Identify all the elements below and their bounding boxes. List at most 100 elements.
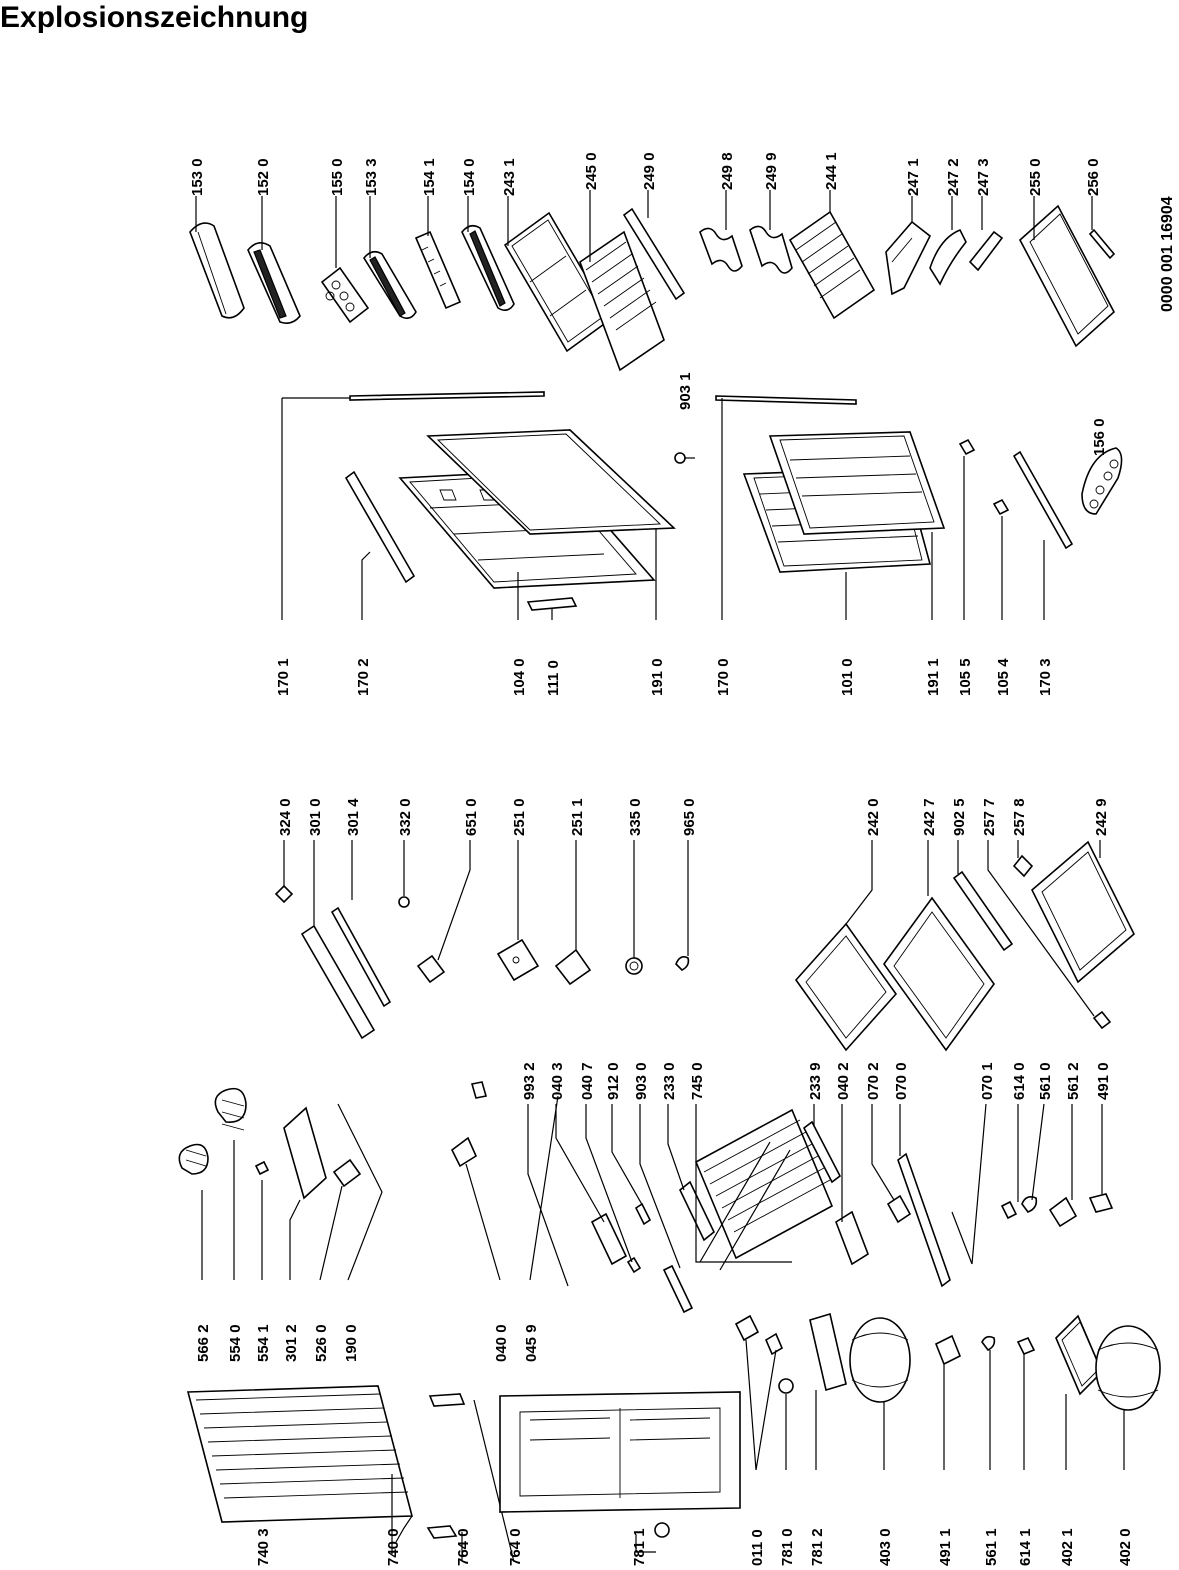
part-label: 257 7 bbox=[981, 798, 998, 836]
part-301-4 bbox=[330, 840, 392, 1008]
part-245-0 bbox=[579, 230, 665, 372]
part-label: 965 0 bbox=[681, 798, 698, 836]
part-label: 526 0 bbox=[313, 1324, 330, 1362]
part-903-0 bbox=[639, 1104, 694, 1314]
part-155-0 bbox=[320, 266, 370, 324]
part-242-9-drawer bbox=[1031, 840, 1135, 984]
part-491-0 bbox=[1088, 1104, 1114, 1213]
part-label: 491 0 bbox=[1095, 1062, 1112, 1100]
part-249-8 bbox=[699, 227, 743, 272]
part-256-0 bbox=[1088, 228, 1116, 260]
part-247-3 bbox=[968, 230, 1004, 272]
part-label: 251 1 bbox=[569, 798, 586, 836]
part-label: 745 0 bbox=[689, 1062, 706, 1100]
part-902-5 bbox=[952, 840, 1014, 952]
part-993-2 bbox=[470, 1081, 569, 1287]
part-label: 190 0 bbox=[343, 1324, 360, 1362]
part-label: 301 2 bbox=[283, 1324, 300, 1362]
part-label: 301 4 bbox=[345, 798, 362, 836]
part-257-7 bbox=[987, 840, 1112, 1030]
part-011-0 bbox=[734, 1314, 784, 1471]
part-label: 249 0 bbox=[641, 152, 658, 190]
part-070-1 bbox=[951, 1103, 987, 1265]
part-965-0 bbox=[675, 840, 690, 971]
part-label: 245 0 bbox=[583, 152, 600, 190]
part-label: 155 0 bbox=[329, 158, 346, 196]
part-label: 170 0 bbox=[715, 658, 732, 696]
part-label: 993 2 bbox=[521, 1062, 538, 1100]
part-label: 324 0 bbox=[277, 798, 294, 836]
part-label: 403 0 bbox=[877, 1528, 894, 1566]
part-249-0 bbox=[622, 207, 686, 301]
top-row-leaders bbox=[195, 190, 1093, 268]
part-label: 256 0 bbox=[1085, 158, 1102, 196]
part-170-0-hinge-rod bbox=[715, 395, 857, 620]
part-label: 740 0 bbox=[385, 1528, 402, 1566]
part-label: 104 0 bbox=[511, 658, 528, 696]
part-label: 912 0 bbox=[605, 1062, 622, 1100]
part-label: 156 0 bbox=[1091, 418, 1108, 456]
part-label: 101 0 bbox=[839, 658, 856, 696]
part-label: 040 2 bbox=[835, 1062, 852, 1100]
part-label: 170 1 bbox=[275, 658, 292, 696]
part-label: 153 0 bbox=[189, 158, 206, 196]
part-402-1 bbox=[1055, 1314, 1103, 1470]
part-label: 614 1 bbox=[1017, 1528, 1034, 1566]
part-label: 764 0 bbox=[507, 1528, 524, 1566]
part-242-0-drawer bbox=[794, 840, 898, 1052]
part-label: 402 0 bbox=[1117, 1528, 1134, 1566]
part-191-0-gasket bbox=[426, 429, 676, 620]
part-526-0 bbox=[319, 1158, 362, 1281]
part-191-1-gasket bbox=[768, 431, 946, 620]
part-label: 242 7 bbox=[921, 798, 938, 836]
part-170-3 bbox=[1012, 450, 1074, 620]
part-label: 764 0 bbox=[455, 1528, 472, 1566]
part-label: 244 1 bbox=[823, 152, 840, 190]
part-740-0-condenser bbox=[186, 1385, 414, 1554]
part-label: 070 2 bbox=[865, 1062, 882, 1100]
part-070-0 bbox=[897, 1104, 951, 1288]
part-491-1 bbox=[934, 1334, 962, 1470]
part-label: 257 8 bbox=[1011, 798, 1028, 836]
part-label: 561 1 bbox=[983, 1528, 1000, 1566]
part-233-9 bbox=[802, 1104, 842, 1184]
part-903-1 bbox=[674, 452, 695, 464]
part-label: 152 0 bbox=[255, 158, 272, 196]
part-781-1 bbox=[635, 1522, 670, 1553]
part-170-1-hinge-rod bbox=[281, 391, 545, 620]
part-label: 233 0 bbox=[661, 1062, 678, 1100]
part-040-7 bbox=[585, 1104, 642, 1274]
part-614-1 bbox=[1016, 1336, 1036, 1470]
part-554-0 bbox=[214, 1087, 247, 1280]
part-070-2 bbox=[871, 1104, 912, 1224]
part-label: 247 3 bbox=[975, 158, 992, 196]
part-045-9 bbox=[529, 1095, 559, 1281]
part-label: 243 1 bbox=[501, 158, 518, 196]
part-label: 255 0 bbox=[1027, 158, 1044, 196]
part-255-0 bbox=[1019, 204, 1115, 348]
part-label: 561 0 bbox=[1037, 1062, 1054, 1100]
part-781-2 bbox=[809, 1312, 847, 1470]
part-251-0 bbox=[496, 840, 540, 982]
part-781-0 bbox=[778, 1378, 794, 1470]
part-152-0 bbox=[247, 242, 301, 324]
part-105-5 bbox=[958, 438, 976, 620]
part-label: 781 2 bbox=[809, 1528, 826, 1566]
part-554-1 bbox=[254, 1160, 270, 1280]
part-label: 040 3 bbox=[549, 1062, 566, 1100]
part-153-3 bbox=[363, 250, 417, 320]
document-number: 0000 001 16904 bbox=[1159, 196, 1176, 312]
part-label: 040 7 bbox=[579, 1062, 596, 1100]
part-label: 249 9 bbox=[763, 152, 780, 190]
part-105-4 bbox=[992, 498, 1010, 620]
part-label: 111 0 bbox=[545, 660, 562, 696]
part-cabinet bbox=[499, 1391, 741, 1513]
part-label: 070 1 bbox=[979, 1062, 996, 1100]
part-label: 651 0 bbox=[463, 798, 480, 836]
part-111-0 bbox=[526, 597, 578, 620]
part-label: 249 8 bbox=[719, 152, 736, 190]
part-label: 614 0 bbox=[1011, 1062, 1028, 1100]
part-label: 491 1 bbox=[937, 1528, 954, 1566]
